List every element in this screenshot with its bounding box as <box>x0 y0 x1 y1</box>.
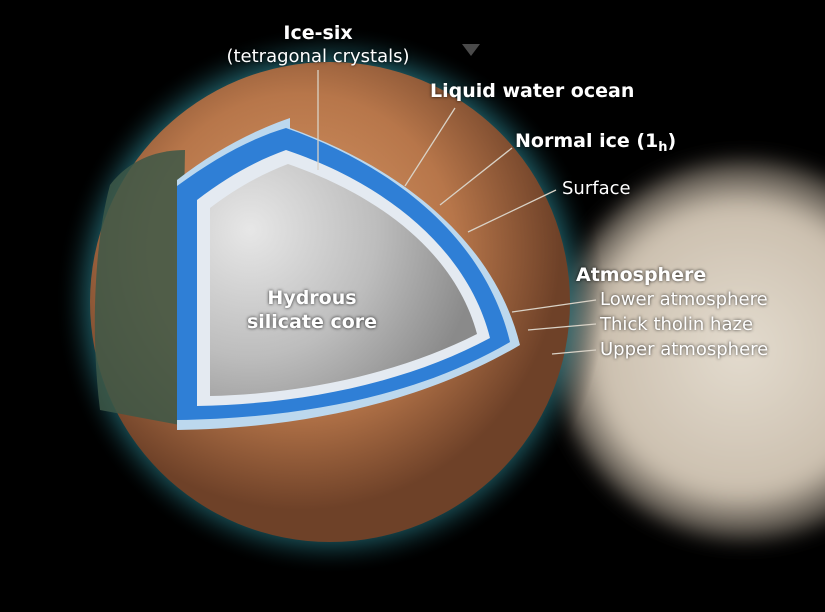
leader-tholin-haze <box>527 323 597 331</box>
normal-ice-close: ) <box>667 130 677 152</box>
lower-atmosphere-label: Lower atmosphere <box>600 289 768 310</box>
leader-surface <box>467 189 557 233</box>
upper-atmosphere-label: Upper atmosphere <box>600 339 769 360</box>
leader-upper-atmosphere <box>551 349 597 355</box>
liquid-water-ocean-label: Liquid water ocean <box>430 80 635 102</box>
core-label-line2: silicate core <box>246 311 378 333</box>
leader-normal-ice <box>439 147 513 206</box>
leader-liquid-water-ocean <box>404 107 456 187</box>
distant-moon <box>462 44 480 56</box>
ice-six-title: Ice-six <box>283 22 353 44</box>
leader-lines <box>317 70 597 355</box>
distant-planet <box>555 160 825 540</box>
leader-lower-atmosphere <box>511 299 597 313</box>
normal-ice-subscript: h <box>658 140 668 155</box>
surface-label: Surface <box>562 178 631 199</box>
core-label: Hydrous silicate core <box>222 287 402 333</box>
core-label-line1: Hydrous <box>267 287 357 309</box>
ice-six-label: Ice-six (tetragonal crystals) <box>193 22 443 67</box>
normal-ice-text: Normal ice (1 <box>515 130 659 152</box>
ice-six-subtitle: (tetragonal crystals) <box>226 46 410 67</box>
normal-ice-label: Normal ice (1h) <box>515 130 676 155</box>
tholin-haze-label: Thick tholin haze <box>600 314 754 335</box>
hydrous-silicate-core <box>210 164 477 396</box>
surface-terrain-shadow <box>94 150 185 425</box>
atmosphere-title: Atmosphere <box>576 264 707 286</box>
